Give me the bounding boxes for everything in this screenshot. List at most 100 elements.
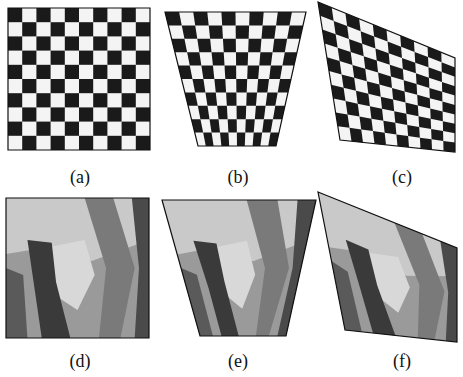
checker-cell (8, 8, 22, 22)
checker-cell (225, 66, 237, 79)
checker-cell (246, 92, 257, 105)
panel-label: (f) (393, 352, 411, 370)
checker-cell (65, 36, 79, 50)
checker-cell (226, 92, 236, 105)
checker-cell (248, 39, 261, 52)
checker-cell (22, 107, 36, 121)
checker-cell (203, 133, 213, 146)
checker-cell (36, 36, 50, 50)
checker-cell (443, 141, 455, 152)
checker-cell (210, 119, 220, 132)
image-border (318, 2, 455, 152)
checker-cell (375, 48, 389, 64)
checker-cell (65, 93, 79, 107)
checker-cell (107, 51, 121, 65)
checker-cell (93, 8, 107, 22)
checker-cell (193, 12, 209, 25)
checker-cell (359, 117, 372, 132)
checker-cell (209, 25, 223, 38)
checker-cell (8, 93, 22, 107)
checker-cell (373, 131, 386, 145)
checker-cell (36, 93, 50, 107)
checker-cell (396, 134, 409, 147)
photo-tone (132, 198, 149, 338)
panel-label: (c) (392, 168, 412, 186)
image-border (6, 198, 149, 338)
checker-cell (136, 22, 150, 36)
checker-cell (201, 66, 214, 79)
checker-cell (370, 106, 383, 121)
checker-cell (402, 58, 416, 73)
checker-cell (350, 128, 363, 143)
checkerboard-image (318, 2, 455, 152)
checker-cell (364, 56, 378, 72)
checker-cell (93, 93, 107, 107)
checker-cell (416, 73, 429, 88)
checker-cell (136, 51, 150, 65)
checker-cell (221, 12, 235, 25)
checker-cell (93, 122, 107, 136)
checker-cell (245, 119, 255, 132)
checker-cell (394, 111, 407, 125)
checker-cell (361, 31, 376, 48)
checker-cell (8, 65, 22, 79)
checker-cell (51, 51, 65, 65)
checker-cell (419, 116, 432, 129)
checker-cell (51, 79, 65, 93)
checker-cell (262, 119, 273, 132)
checker-cell (388, 42, 402, 58)
checker-cell (407, 125, 420, 138)
checker-cell (220, 133, 229, 146)
checker-cell (276, 12, 292, 25)
checker-cell (237, 133, 245, 146)
checker-cell (259, 52, 272, 65)
checker-cell (381, 97, 394, 112)
checker-cell (8, 122, 22, 136)
panel-label: (a) (70, 168, 90, 186)
checker-cell (417, 95, 430, 109)
checker-cell (136, 79, 150, 93)
checker-cell (192, 79, 205, 92)
image-border (162, 200, 316, 336)
checker-cell (428, 67, 441, 82)
checker-cell (107, 22, 121, 36)
checker-cell (79, 107, 93, 121)
checker-cell (79, 136, 93, 150)
image-border (165, 12, 306, 146)
checker-cell (257, 79, 269, 92)
checker-cell (198, 106, 210, 119)
checker-cell (247, 66, 259, 79)
checker-cell (107, 136, 121, 150)
checker-cell (237, 106, 247, 119)
checker-cell (22, 136, 36, 150)
checker-cell (443, 121, 455, 133)
checker-cell (217, 106, 227, 119)
checker-cell (79, 22, 93, 36)
checker-cell (51, 22, 65, 36)
checker-cell (51, 136, 65, 150)
checker-cell (214, 79, 226, 92)
photo-tone (277, 200, 316, 336)
checker-cell (405, 103, 418, 117)
checker-cell (8, 36, 22, 50)
checker-cell (442, 102, 455, 115)
checker-cell (334, 21, 349, 39)
checker-cell (383, 121, 396, 135)
checker-cell (79, 51, 93, 65)
checker-cell (390, 65, 404, 80)
checker-cell (136, 136, 150, 150)
checker-cell (107, 79, 121, 93)
checker-cell (415, 52, 429, 67)
checker-cell (266, 92, 278, 105)
panel-label: (d) (70, 352, 91, 370)
checkerboard-image (8, 8, 150, 150)
checker-cell (352, 65, 366, 81)
photo-image (318, 192, 457, 342)
checker-cell (22, 79, 36, 93)
checker-cell (431, 129, 443, 141)
checker-cell (205, 92, 217, 105)
checker-cell (261, 25, 276, 38)
checker-cell (273, 39, 288, 52)
